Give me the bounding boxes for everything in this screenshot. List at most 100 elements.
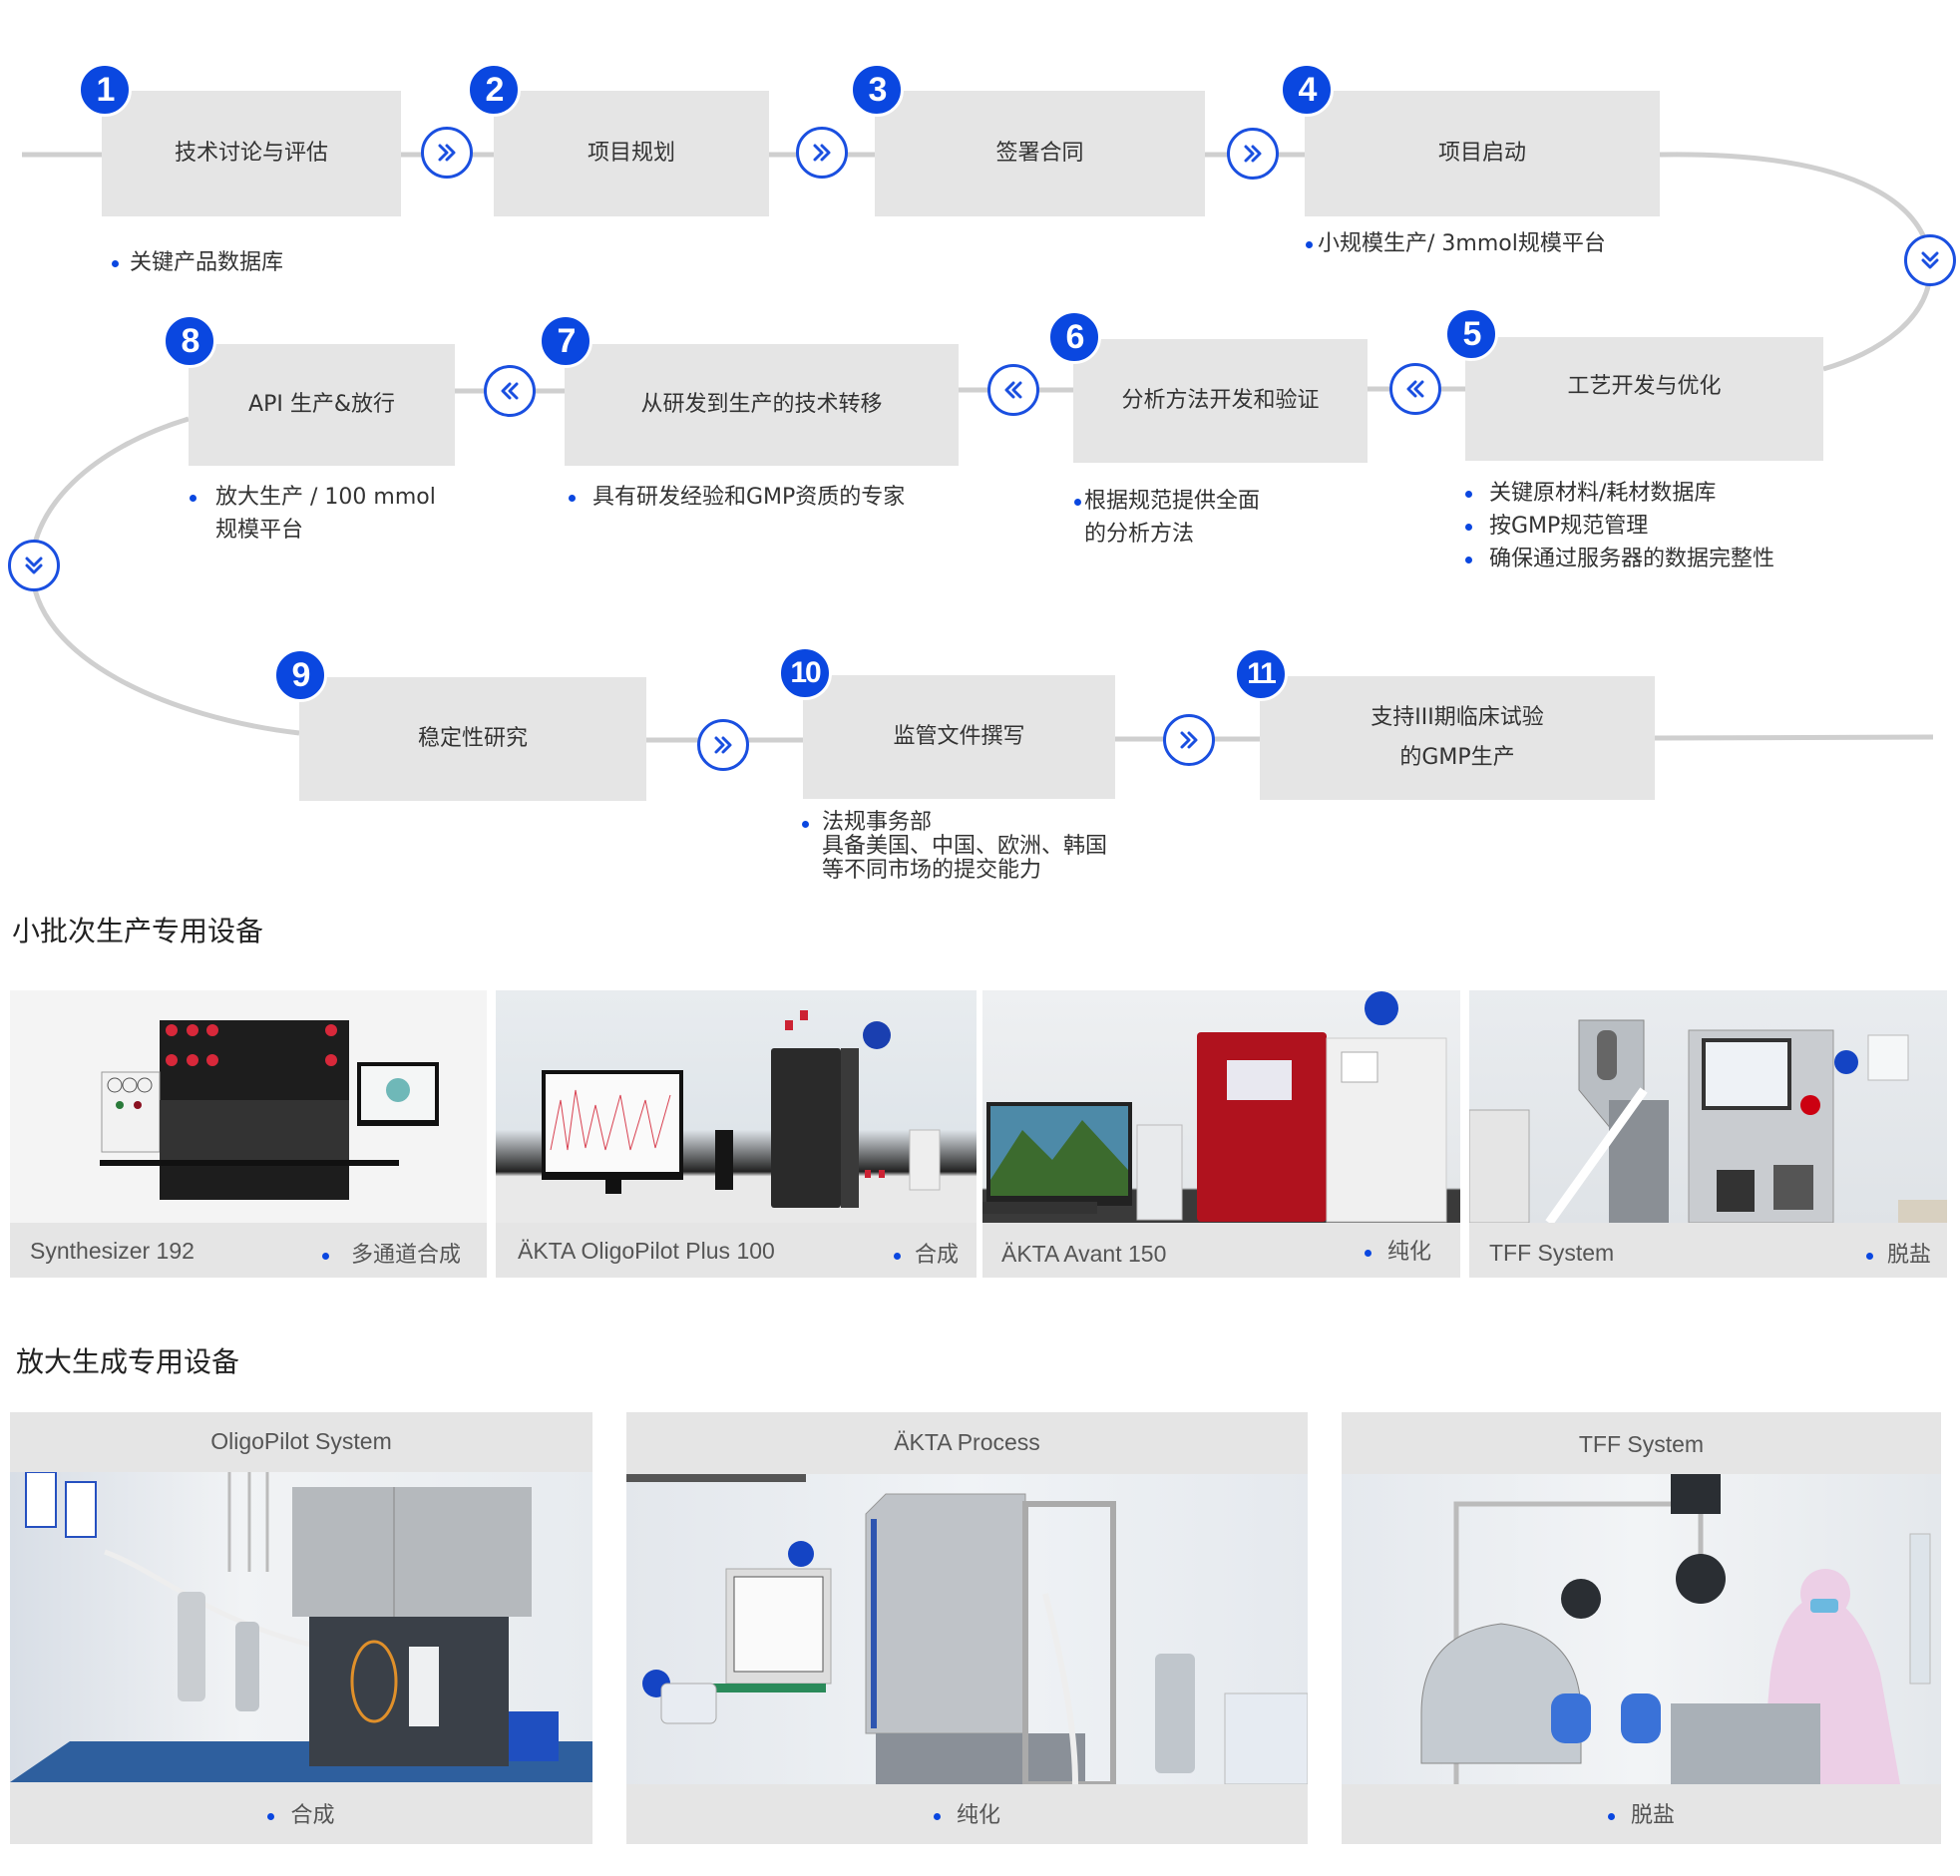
note-item: 确保通过服务器的数据完整性 [1463, 543, 1774, 575]
bullet-icon [894, 1252, 901, 1260]
step-number-badge: 6 [1047, 310, 1101, 364]
equipment-photo-akta-oligopilot [496, 990, 977, 1223]
step-1-notes: 关键产品数据库 [110, 246, 283, 279]
step-number-badge: 11 [1234, 647, 1288, 701]
step-number-badge: 1 [78, 63, 132, 117]
step-number-badge: 4 [1280, 63, 1334, 117]
equipment-function-text: 脱盐 [1630, 1803, 1675, 1828]
note-item-continued: 的分析方法 [1084, 522, 1195, 547]
step-4-notes: 小规模生产/ 3mmol规模平台 [1304, 227, 1606, 260]
bullet-icon [267, 1812, 275, 1820]
equipment-name: ÄKTA OligoPilot Plus 100 [518, 1238, 775, 1264]
step-box-10: 监管文件撰写 [803, 675, 1115, 799]
step-7-notes: 具有研发经验和GMP资质的专家 [567, 481, 905, 514]
step-title: 分析方法开发和验证 [1121, 388, 1320, 413]
bullet-icon [933, 1812, 941, 1820]
step-number-badge: 10 [778, 646, 832, 700]
double-chevron-left-icon [1406, 380, 1424, 398]
step-title: 签署合同 [995, 141, 1084, 166]
double-chevron-left-icon [501, 382, 519, 400]
equipment-name: TFF System [1489, 1240, 1615, 1266]
equipment-card: ÄKTA Process 纯化 [626, 1412, 1308, 1844]
equipment-function: 合成 [894, 1237, 959, 1269]
equipment-function: 脱盐 [1342, 1797, 1941, 1829]
note-item-continued: 规模平台 [215, 518, 304, 543]
equipment-name: ÄKTA Process [894, 1429, 1040, 1455]
equipment-photo-tff-small [1469, 990, 1947, 1223]
next-step-arrow [421, 127, 473, 179]
equipment-card: TFF System 脱盐 [1469, 990, 1947, 1278]
equipment-card: OligoPilot System 合成 [10, 1412, 592, 1844]
step-title-line: 支持III期临床试验 [1371, 705, 1544, 730]
note-item: 小规模生产/ 3mmol规模平台 [1304, 227, 1606, 260]
step-box-4: 项目启动 [1305, 91, 1660, 216]
step-box-5: 工艺开发与优化 [1465, 337, 1823, 461]
step-title: 项目规划 [587, 141, 675, 166]
equipment-photo-synthesizer [10, 990, 487, 1223]
step-title: 从研发到生产的技术转移 [640, 392, 883, 417]
double-chevron-right-icon [1180, 731, 1198, 749]
next-step-arrow [1389, 363, 1441, 415]
double-chevron-down-icon [25, 557, 43, 574]
small-batch-section-title: 小批次生产专用设备 [12, 915, 264, 947]
step-title: 技术讨论与评估 [174, 141, 328, 166]
next-step-arrow [697, 719, 749, 771]
step-8-notes: 放大生产 / 100 mmol 规模平台 [188, 481, 436, 547]
note-item: 按GMP规范管理 [1463, 510, 1774, 543]
equipment-photo-akta-process [626, 1474, 1308, 1784]
step-box-2: 项目规划 [494, 91, 769, 216]
note-item: 关键产品数据库 [110, 246, 283, 279]
connector-line [1654, 734, 1934, 741]
equipment-function-text: 合成 [915, 1243, 960, 1268]
step-number-badge: 3 [850, 63, 904, 117]
next-step-arrow [8, 540, 60, 591]
equipment-function-text: 合成 [290, 1803, 335, 1828]
equipment-function: 多通道合成 [322, 1237, 461, 1269]
equipment-photo-oligopilot [10, 1472, 592, 1782]
note-item-continued: 具备美国、中国、欧洲、韩国 [822, 834, 1108, 859]
connector-curve-left [29, 416, 300, 736]
equipment-function-text: 脱盐 [1887, 1243, 1932, 1268]
step-10-notes: 法规事务部 具备美国、中国、欧洲、韩国 等不同市场的提交能力 [800, 811, 1107, 883]
equipment-name: Synthesizer 192 [30, 1238, 195, 1264]
note-item: 具有研发经验和GMP资质的专家 [567, 481, 905, 514]
equipment-name: ÄKTA Avant 150 [1001, 1241, 1167, 1267]
next-step-arrow [1227, 128, 1279, 180]
step-box-6: 分析方法开发和验证 [1073, 339, 1368, 463]
step-number-badge: 9 [273, 648, 327, 702]
step-box-8: API 生产&放行 [189, 344, 455, 466]
double-chevron-right-icon [438, 144, 456, 162]
equipment-card: TFF System 脱盐 [1342, 1412, 1941, 1844]
step-5-notes: 关键原材料/耗材数据库 按GMP规范管理 确保通过服务器的数据完整性 [1463, 477, 1774, 575]
step-number-badge: 5 [1444, 307, 1498, 361]
note-item-continued: 等不同市场的提交能力 [822, 858, 1042, 883]
next-step-arrow [1904, 234, 1956, 286]
step-box-11: 支持III期临床试验 的GMP生产 [1260, 676, 1655, 800]
equipment-function: 脱盐 [1866, 1237, 1931, 1269]
equipment-card: Synthesizer 192 多通道合成 [10, 990, 487, 1278]
bullet-icon [1607, 1812, 1615, 1820]
step-number-badge: 7 [539, 314, 592, 368]
note-item: 关键原材料/耗材数据库 [1463, 477, 1774, 510]
equipment-name: TFF System [1578, 1431, 1705, 1457]
step-title: API 生产&放行 [248, 392, 395, 417]
step-box-7: 从研发到生产的技术转移 [565, 344, 959, 466]
bullet-icon [322, 1252, 329, 1260]
step-number-badge: 2 [467, 63, 521, 117]
step-box-1: 技术讨论与评估 [102, 91, 401, 216]
note-item: 放大生产 / 100 mmol [188, 481, 436, 514]
equipment-card: ÄKTA OligoPilot Plus 100 合成 [496, 990, 977, 1278]
step-title: 稳定性研究 [417, 726, 528, 751]
step-title: 工艺开发与优化 [1567, 374, 1722, 399]
equipment-photo-akta-avant [982, 990, 1460, 1223]
equipment-function-text: 多通道合成 [351, 1243, 462, 1268]
next-step-arrow [796, 127, 848, 179]
step-6-notes: 根据规范提供全面 的分析方法 [1072, 485, 1260, 551]
double-chevron-down-icon [1921, 251, 1939, 269]
double-chevron-right-icon [1244, 145, 1262, 163]
equipment-name: OligoPilot System [210, 1428, 392, 1454]
bullet-icon [1365, 1249, 1372, 1257]
step-title: 项目启动 [1437, 141, 1526, 166]
next-step-arrow [987, 364, 1039, 416]
next-step-arrow [484, 365, 536, 417]
